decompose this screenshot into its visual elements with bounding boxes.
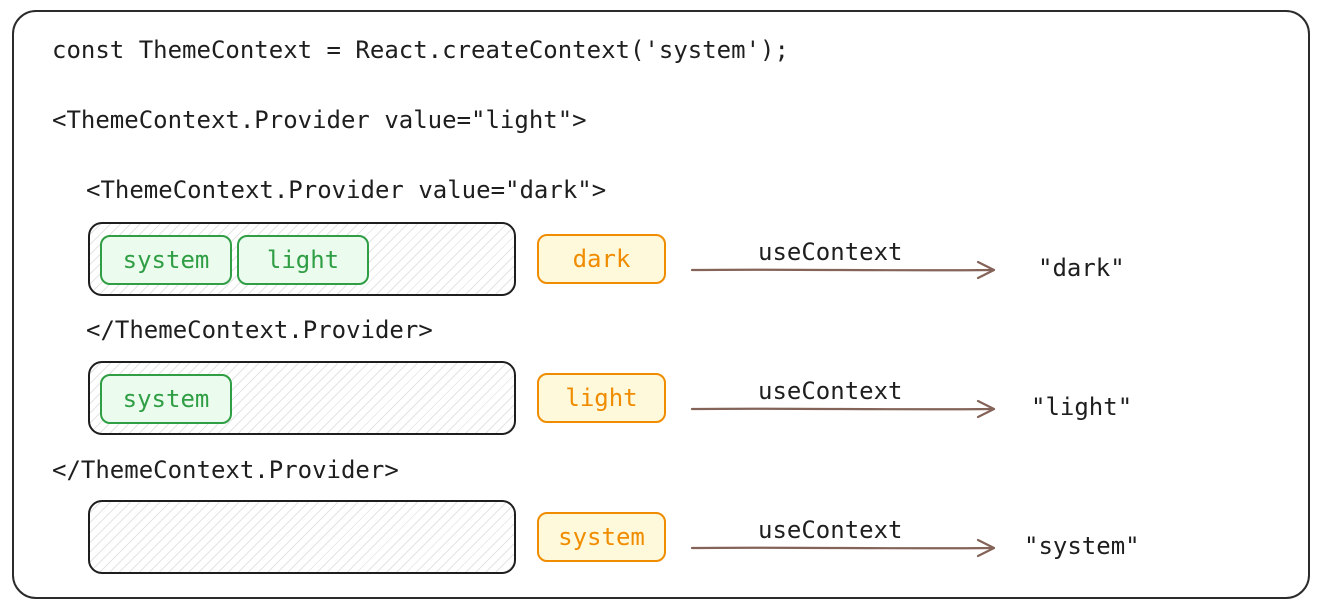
inner-provider-open: <ThemeContext.Provider value="dark"> — [86, 176, 607, 204]
context-stack: system — [88, 361, 516, 435]
arrow-icon — [690, 260, 996, 280]
create-context-line: const ThemeContext = React.createContext… — [52, 36, 789, 64]
use-context-label: useContext — [758, 516, 903, 544]
result-value: "light" — [1031, 393, 1133, 421]
result-value: "system" — [1024, 532, 1140, 560]
arrow-icon — [690, 399, 996, 419]
current-value-chip: system — [537, 512, 666, 562]
diagram-frame — [12, 10, 1310, 599]
use-context-label: useContext — [758, 377, 903, 405]
current-value-chip: light — [537, 373, 666, 423]
stack-chip-light: light — [237, 235, 369, 285]
context-stack: system light — [88, 222, 516, 296]
inner-provider-close: </ThemeContext.Provider> — [86, 316, 433, 344]
stack-chip-system: system — [100, 374, 232, 424]
outer-provider-close: </ThemeContext.Provider> — [52, 456, 399, 484]
result-value: "dark" — [1038, 254, 1125, 282]
arrow-icon — [690, 538, 996, 558]
current-value-chip: dark — [537, 234, 666, 284]
use-context-label: useContext — [758, 238, 903, 266]
stack-chip-system: system — [100, 235, 232, 285]
outer-provider-open: <ThemeContext.Provider value="light"> — [52, 106, 587, 134]
context-stack — [88, 500, 516, 574]
